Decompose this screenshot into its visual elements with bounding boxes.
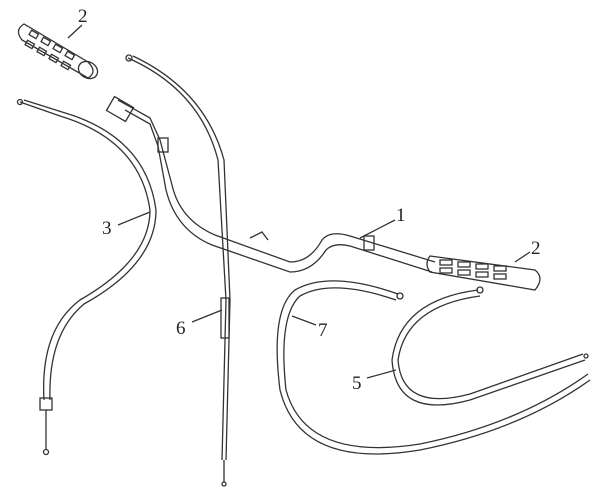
cable-3 [16, 98, 157, 456]
cable-6 [125, 54, 231, 487]
left-grip [17, 23, 99, 80]
handlebar [105, 95, 436, 273]
cable-7 [276, 280, 591, 455]
leader-lines [67, 24, 531, 379]
callout-grip-left: 2 [78, 6, 88, 27]
callout-cable-7: 7 [318, 320, 328, 341]
cable-5 [391, 286, 589, 406]
callout-cable-6: 6 [176, 318, 186, 339]
right-grip [426, 255, 541, 291]
callout-grip-right: 2 [531, 238, 541, 259]
callout-handlebar: 1 [396, 205, 406, 226]
callout-cable-5: 5 [352, 373, 362, 394]
callout-cable-3: 3 [102, 218, 112, 239]
